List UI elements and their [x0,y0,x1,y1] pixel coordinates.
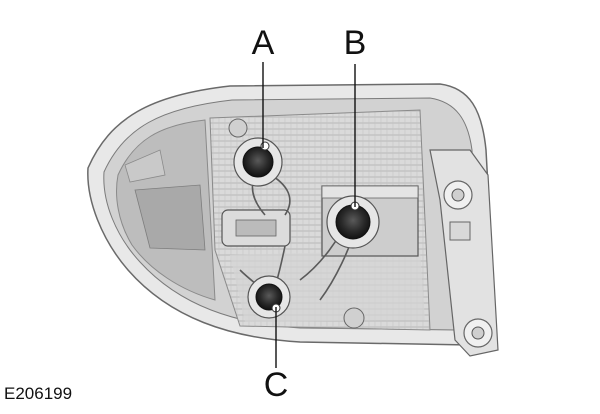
mounting-bracket [429,149,499,357]
leader-lines [262,62,356,368]
callout-label-b: B [344,24,367,62]
bulb-socket-b [326,195,380,249]
wire-connector [221,209,291,247]
figure-code: E206199 [4,384,73,403]
bulb-socket-a [233,137,283,187]
connector-block [321,185,419,257]
knob-top-left [228,118,248,138]
callout-label-c: C [264,366,289,404]
bulb-socket-c [247,275,291,319]
knob-bottom [343,307,365,329]
callout-label-a: A [252,24,275,62]
